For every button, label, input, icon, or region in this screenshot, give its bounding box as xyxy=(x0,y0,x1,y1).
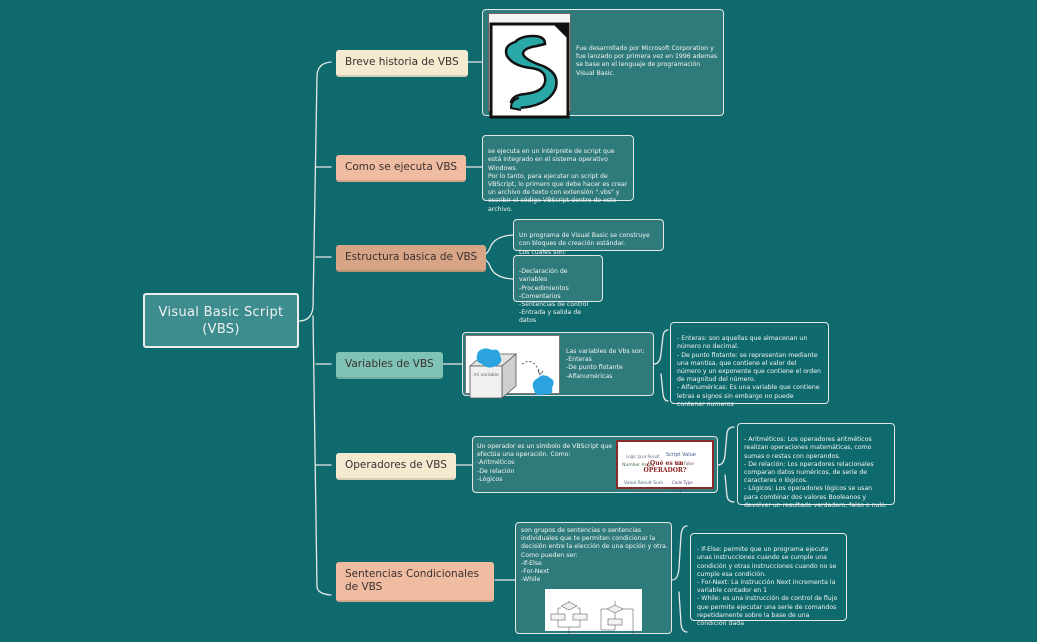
variables-detail-box[interactable]: - Enteras: son aquellas que almacenan un… xyxy=(670,322,829,408)
svg-text:Input: Input xyxy=(676,488,688,494)
historia-text: Fue desarrollado por Microsoft Corporati… xyxy=(576,45,718,77)
topic-sentencias-label: Sentencias Condicionales de VBS xyxy=(345,568,479,593)
topic-ejecuta-label: Como se ejecuta VBS xyxy=(345,161,458,173)
topic-sentencias[interactable]: Sentencias Condicionales de VBS xyxy=(336,562,494,602)
svg-text:True False: True False xyxy=(673,461,694,466)
topic-estructura-label: Estructura basica de VBS xyxy=(345,251,478,263)
operadores-detail-box[interactable]: - Aritméticos: Los operadores aritmético… xyxy=(737,423,895,509)
topic-variables-label: Variables de VBS xyxy=(345,358,434,370)
estructura-box-2[interactable]: -Declaración de variables -Procedimiento… xyxy=(513,255,603,324)
sentencias-detail-box[interactable]: - If-Else: permite que un programa ejecu… xyxy=(690,533,847,627)
historia-box[interactable]: Fue desarrollado por Microsoft Corporati… xyxy=(482,9,724,119)
vbscript-file-icon xyxy=(488,13,571,119)
topic-historia[interactable]: Breve historia de VBS xyxy=(336,50,468,77)
variables-text: Las variables de Vbs son: -Enteras -De p… xyxy=(566,348,645,380)
svg-text:Logic Java Result: Logic Java Result xyxy=(626,454,660,459)
topic-estructura[interactable]: Estructura basica de VBS xyxy=(336,245,487,272)
svg-text:Code Type: Code Type xyxy=(672,480,693,485)
ejecuta-text: se ejecuta en un intérprete de script qu… xyxy=(488,148,628,213)
svg-text:Script Value: Script Value xyxy=(666,452,696,458)
operadores-box[interactable]: Un operador es un símbolo de VBScript qu… xyxy=(472,436,718,494)
variables-illustration: mi dato mi dato mi variable xyxy=(465,335,560,400)
topic-operadores[interactable]: Operadores de VBS xyxy=(336,453,456,480)
estructura-text-2: -Declaración de variables -Procedimiento… xyxy=(519,268,589,325)
topic-operadores-label: Operadores de VBS xyxy=(345,459,447,471)
estructura-text-1: Un programa de Visual Basic se construye… xyxy=(519,232,650,256)
sentencias-text: son grupos de sentencias o sentencias in… xyxy=(521,527,668,584)
wordcloud-center-text: ¿Qué es un OPERADOR? xyxy=(643,460,687,474)
svg-text:Value Result Sum: Value Result Sum xyxy=(624,480,663,486)
blob-label-1: mi dato xyxy=(480,345,498,350)
operadores-detail-text: - Aritméticos: Los operadores aritmético… xyxy=(744,436,887,509)
sentencias-detail-text: - If-Else: permite que un programa ejecu… xyxy=(697,546,838,628)
estructura-box-1[interactable]: Un programa de Visual Basic se construye… xyxy=(513,219,664,256)
operador-wordcloud-image: Logic Java Result Script Value Number Ar… xyxy=(616,440,714,494)
root-title-line2: (VBS) xyxy=(202,322,240,337)
topic-historia-label: Breve historia de VBS xyxy=(345,56,459,68)
blob-label-2: mi dato xyxy=(536,373,554,378)
svg-text:Basic Data Null: Basic Data Null xyxy=(632,487,662,492)
topic-ejecuta[interactable]: Como se ejecuta VBS xyxy=(336,155,467,182)
root-node[interactable]: Visual Basic Script (VBS) xyxy=(143,293,299,348)
box-label: mi variable xyxy=(473,373,499,378)
svg-text:Number Array: Number Array xyxy=(622,462,654,468)
sentencias-box[interactable]: son grupos de sentencias o sentencias in… xyxy=(515,522,672,636)
variables-box[interactable]: mi dato mi dato mi variable Las variable… xyxy=(462,332,654,400)
operadores-text: Un operador es un símbolo de VBScript qu… xyxy=(477,443,613,483)
flowchart-image xyxy=(545,589,642,636)
ejecuta-box[interactable]: se ejecuta en un intérprete de script qu… xyxy=(482,135,634,213)
root-title-line1: Visual Basic Script xyxy=(158,305,284,320)
variables-detail-text: - Enteras: son aquellas que almacenan un… xyxy=(677,335,821,408)
topic-variables[interactable]: Variables de VBS xyxy=(336,352,443,379)
